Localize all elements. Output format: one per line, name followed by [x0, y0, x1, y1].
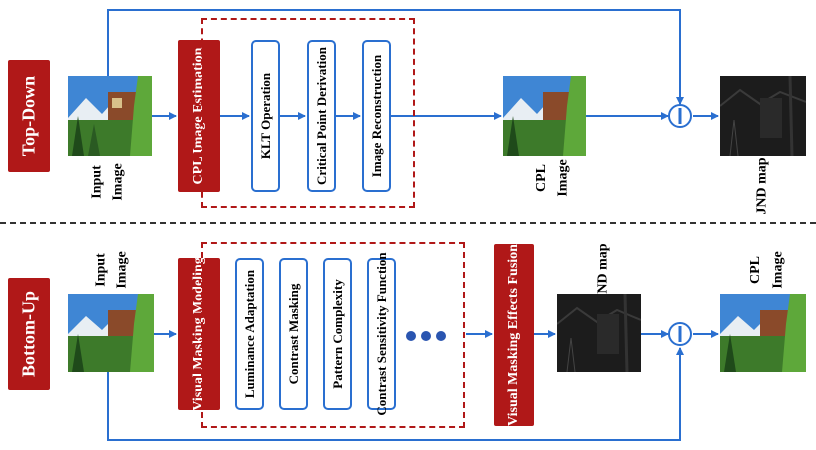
- top-dashed-region: [201, 18, 415, 208]
- bottom-operator-icon: [668, 322, 692, 346]
- top-operator-icon: [668, 104, 692, 128]
- pattern-complexity-box: Pattern Complexity: [323, 258, 352, 410]
- bottom-jnd-label: JND map: [595, 243, 611, 301]
- critical-point-derivation-box: Critical Point Derivation: [307, 40, 336, 192]
- visual-masking-modeling-box: Visual Masking Modeling: [178, 257, 220, 411]
- visual-masking-effects-fusion-box: Visual Masking Effects Fusion: [494, 244, 534, 426]
- top-jnd-label: JND map: [754, 157, 770, 215]
- image-reconstruction-box: Image Reconstruction: [362, 40, 391, 192]
- bottom-input-label-2: Image: [114, 251, 130, 289]
- luminance-adaptation-box: Luminance Adaptation: [235, 258, 264, 410]
- bottom-input-label-1: Input: [93, 253, 109, 287]
- top-input-label-1: Input: [89, 165, 105, 199]
- bottom-cpl-label-1: CPL: [748, 256, 763, 284]
- klt-operation-box: KLT Operation: [251, 40, 280, 192]
- top-input-image: [68, 76, 152, 156]
- contrast-masking-box: Contrast Masking: [279, 258, 308, 410]
- bottom-cpl-label-2: Image: [770, 251, 786, 289]
- bottom-cpl-image: [720, 294, 806, 372]
- bottom-dashed-region: [201, 242, 465, 428]
- top-cpl-label-1: CPL: [534, 164, 549, 192]
- top-skip-arrow: [107, 9, 684, 105]
- bottom-jnd-map: [557, 294, 641, 372]
- bottom-input-image: [68, 294, 154, 372]
- top-input-label-2: Image: [110, 163, 126, 201]
- top-down-branch-label: Top-Down: [8, 60, 50, 172]
- top-cpl-image: [503, 76, 586, 156]
- bottom-skip-arrow: [107, 347, 684, 441]
- contrast-sensitivity-function-box: Contrast Sensitivity Function: [367, 252, 396, 416]
- bottom-up-branch-label: Bottom-Up: [8, 278, 50, 390]
- top-jnd-map: [720, 76, 806, 156]
- section-separator: [0, 222, 816, 224]
- top-cpl-label-2: Image: [555, 159, 571, 197]
- cpl-image-estimation-box: CPL Image Estimation: [178, 40, 220, 192]
- ellipsis-icon: [406, 331, 446, 341]
